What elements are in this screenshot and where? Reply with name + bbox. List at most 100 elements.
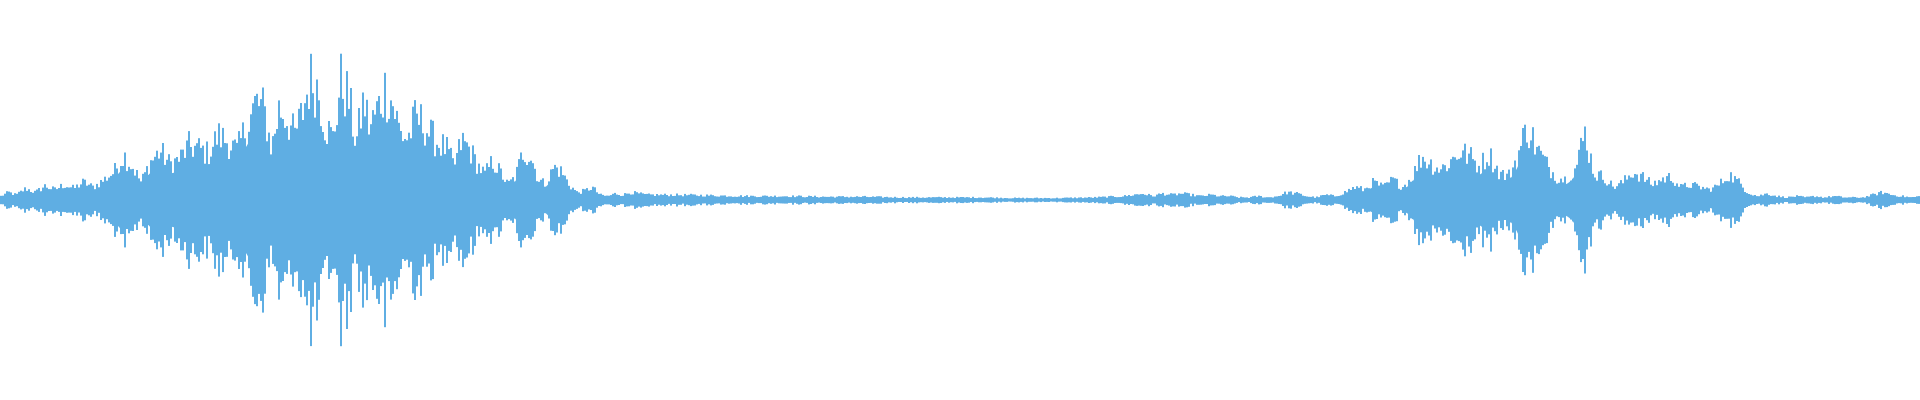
waveform-sample	[1460, 157, 1462, 243]
waveform-sample	[604, 195, 606, 205]
waveform-sample	[306, 94, 308, 306]
waveform-sample	[774, 195, 776, 205]
waveform-sample	[1864, 197, 1866, 203]
waveform-sample	[1212, 194, 1214, 206]
waveform-sample	[972, 196, 974, 204]
waveform-sample	[472, 145, 474, 255]
waveform-sample	[1918, 196, 1920, 204]
waveform-sample	[1818, 197, 1820, 203]
waveform-sample	[150, 160, 152, 240]
waveform-sample	[200, 147, 202, 252]
waveform-sample	[358, 108, 360, 292]
waveform-sample	[228, 159, 230, 241]
waveform-sample	[1270, 197, 1272, 203]
waveform-sample	[1232, 195, 1234, 205]
waveform-sample	[1098, 196, 1100, 204]
waveform-sample	[34, 190, 36, 210]
waveform-sample	[372, 110, 374, 290]
waveform-sample	[1316, 196, 1318, 204]
waveform-sample	[1574, 168, 1576, 232]
waveform-sample	[1514, 160, 1516, 240]
waveform-sample	[1558, 182, 1560, 218]
waveform-sample	[1358, 187, 1360, 213]
waveform-sample	[1090, 197, 1092, 203]
waveform-sample	[892, 197, 894, 203]
waveform-sample	[1370, 188, 1372, 212]
waveform-sample	[186, 140, 188, 260]
waveform-sample	[1054, 198, 1056, 202]
waveform-sample	[182, 149, 184, 251]
waveform-sample	[1806, 196, 1808, 204]
waveform-sample	[976, 198, 978, 202]
waveform-sample	[1720, 178, 1722, 222]
waveform-sample	[628, 193, 630, 207]
waveform-sample	[678, 195, 680, 205]
waveform-sample	[1684, 182, 1686, 218]
waveform-sample	[798, 195, 800, 205]
waveform-sample	[1304, 196, 1306, 204]
waveform-sample	[1700, 189, 1702, 211]
waveform-sample	[364, 116, 366, 284]
waveform-sample	[166, 159, 168, 241]
waveform-sample	[584, 189, 586, 211]
waveform-sample	[1138, 194, 1140, 206]
waveform-sample	[698, 196, 700, 204]
waveform-sample	[620, 196, 622, 205]
waveform-sample	[816, 197, 818, 203]
waveform-sample	[1490, 148, 1492, 252]
waveform-sample	[856, 196, 858, 204]
waveform-sample	[1826, 197, 1828, 203]
waveform-sample	[1336, 196, 1338, 204]
waveform-sample	[448, 149, 450, 251]
waveform-sample	[1580, 137, 1582, 263]
waveform-sample	[1488, 165, 1490, 235]
waveform-sample	[672, 196, 674, 204]
waveform-sample	[1010, 198, 1012, 202]
waveform-sample	[278, 100, 280, 300]
waveform-sample	[368, 134, 370, 266]
waveform-sample	[1524, 124, 1526, 276]
waveform-sample	[320, 126, 322, 274]
waveform-sample	[1272, 197, 1274, 203]
waveform-sample	[1588, 162, 1590, 238]
waveform-sample	[116, 168, 118, 232]
waveform-sample	[256, 93, 258, 307]
waveform-sample	[1352, 187, 1354, 214]
waveform-sample	[1554, 180, 1556, 220]
waveform-sample	[942, 197, 944, 203]
waveform-sample	[1884, 192, 1886, 208]
waveform-sample	[1302, 195, 1304, 205]
waveform-sample	[332, 131, 334, 269]
waveform-sample	[1776, 197, 1778, 203]
waveform-sample	[812, 196, 814, 204]
waveform-sample	[1630, 177, 1632, 223]
waveform-sample	[1140, 194, 1142, 206]
waveform-sample	[1796, 195, 1798, 205]
waveform-sample	[1114, 197, 1116, 203]
waveform-sample	[830, 196, 832, 204]
waveform-sample	[56, 189, 58, 211]
waveform-sample	[776, 197, 778, 203]
waveform-sample	[1812, 195, 1814, 205]
waveform-sample	[468, 146, 470, 254]
waveform-sample	[128, 166, 130, 234]
waveform-sample	[1166, 194, 1168, 206]
waveform-sample	[1360, 186, 1362, 214]
waveform-sample	[374, 114, 376, 286]
waveform-sample	[1106, 197, 1108, 203]
waveform-sample	[654, 196, 656, 205]
waveform-sample	[222, 127, 224, 273]
waveform-sample	[1882, 194, 1884, 206]
waveform-bars	[0, 53, 1920, 347]
waveform-sample	[1694, 182, 1696, 218]
waveform-sample	[1372, 178, 1374, 222]
waveform-sample	[58, 188, 60, 212]
waveform-sample	[82, 178, 84, 222]
waveform-sample	[662, 194, 664, 206]
waveform-sample	[1104, 196, 1106, 204]
waveform-sample	[1448, 168, 1450, 232]
waveform-sample	[1774, 195, 1776, 205]
waveform-sample	[886, 196, 888, 204]
waveform-sample	[862, 196, 864, 204]
waveform-sample	[1592, 173, 1594, 227]
